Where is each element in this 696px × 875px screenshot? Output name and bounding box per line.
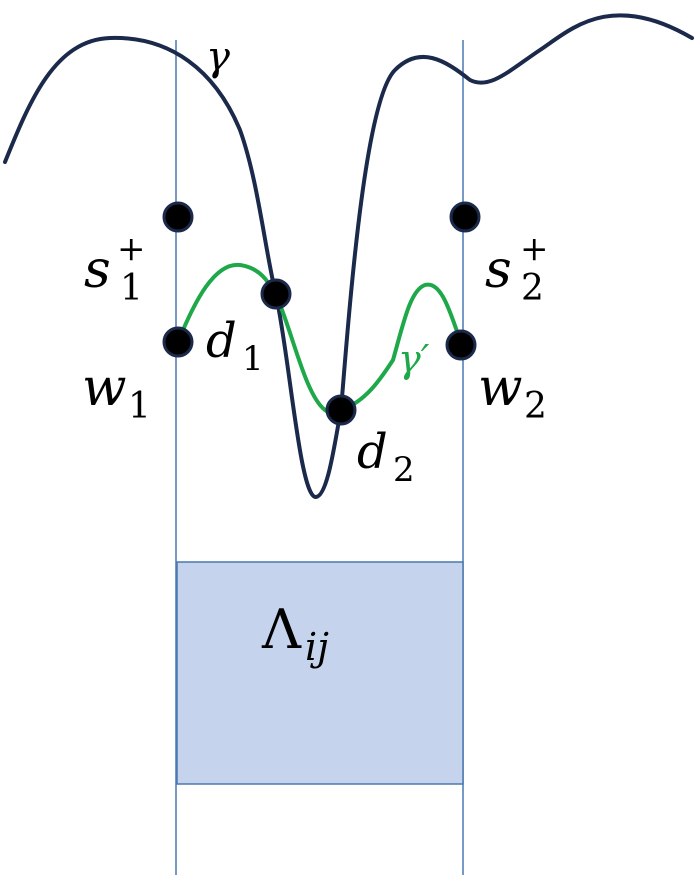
point-w2 xyxy=(445,329,477,361)
label-w1-base: w xyxy=(82,358,127,418)
label-gamma: γ xyxy=(206,34,230,80)
point-d2 xyxy=(325,394,357,426)
point-s2-plus xyxy=(449,201,481,233)
label-w1: w 1 xyxy=(82,358,151,427)
gamma-curve xyxy=(3,13,694,499)
label-gamma-prime: γ′ xyxy=(398,337,430,381)
label-d2-base: d xyxy=(357,424,388,480)
label-d2: d 2 xyxy=(357,424,415,490)
lambda-ij-box xyxy=(176,561,464,785)
label-s1-sup: + xyxy=(117,229,146,269)
label-w2-base: w xyxy=(478,358,523,418)
label-w2-sub: 2 xyxy=(524,386,547,427)
label-d2-sub: 2 xyxy=(393,450,415,490)
label-s2-sup: + xyxy=(520,229,549,269)
label-lambda-sub: ij xyxy=(305,625,329,669)
label-s2-plus: s 2 + xyxy=(485,229,549,309)
label-d1-sub: 1 xyxy=(242,339,264,379)
label-w2: w 2 xyxy=(478,358,547,427)
point-d1 xyxy=(260,278,292,310)
label-s1-plus: s 1 + xyxy=(84,229,148,309)
label-lambda-base: Λ xyxy=(261,598,302,661)
label-d1: d 1 xyxy=(206,313,264,379)
label-d1-base: d xyxy=(206,313,237,369)
label-s2-sub: 2 xyxy=(521,268,544,309)
label-s1-base: s xyxy=(84,240,111,300)
point-w1 xyxy=(162,326,194,358)
label-w1-sub: 1 xyxy=(128,386,151,427)
label-s2-base: s xyxy=(485,240,512,300)
label-s1-sub: 1 xyxy=(120,268,143,309)
label-lambda-ij: Λ ij xyxy=(261,598,329,669)
point-s1-plus xyxy=(162,201,194,233)
